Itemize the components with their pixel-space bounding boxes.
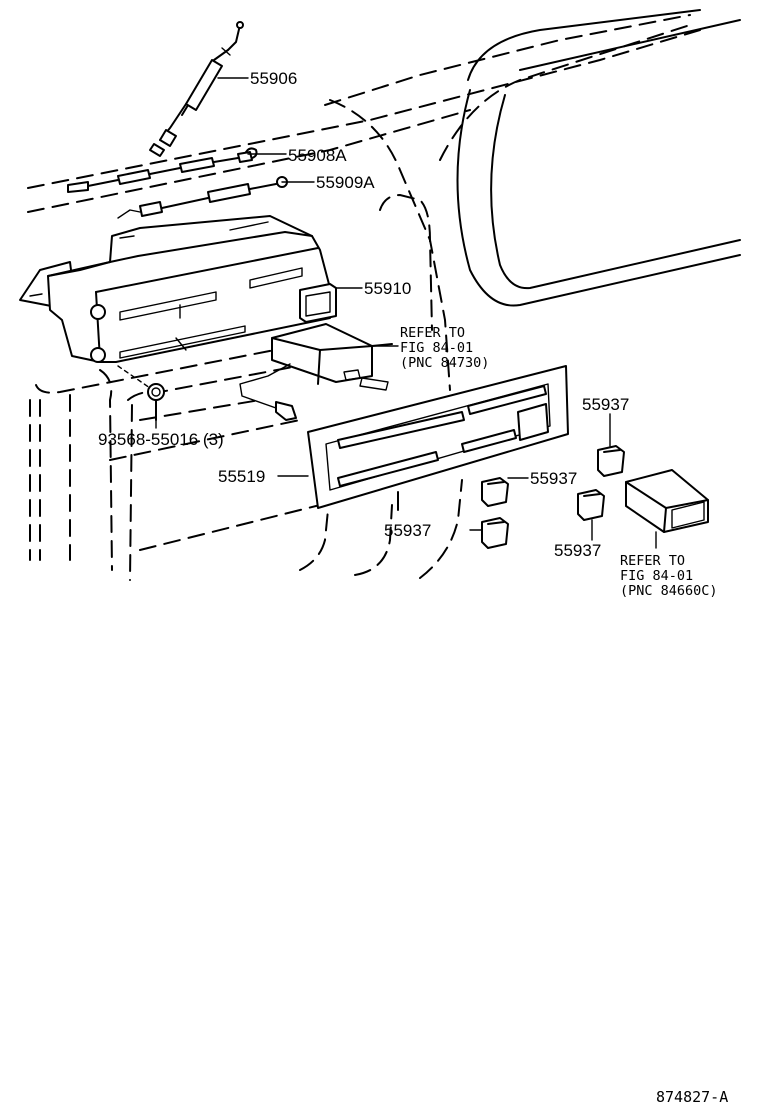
screw-93568 xyxy=(117,365,165,421)
knob-55937-d xyxy=(577,489,605,521)
cable-55909a xyxy=(117,176,288,219)
callout-55906: 55906 xyxy=(250,69,297,88)
cable-55908a xyxy=(67,147,258,193)
figure-id: 874827-A xyxy=(656,1088,728,1106)
callout-55937-bottom: 55937 xyxy=(554,541,601,560)
panel-55519 xyxy=(307,365,569,511)
callout-55937-top-right: 55937 xyxy=(582,395,629,414)
knob-55937-c xyxy=(481,517,509,549)
refer-lower-line2: FIG 84-01 xyxy=(620,568,693,584)
callout-55937-mid: 55937 xyxy=(530,469,577,488)
refer-lower-line3: (PNC 84660C) xyxy=(620,583,718,599)
refer-upper-line1: REFER TO xyxy=(400,325,465,341)
callout-93568: 93568-55016 (3) xyxy=(98,430,224,449)
callout-55519: 55519 xyxy=(218,467,265,486)
callout-55910: 55910 xyxy=(364,279,411,298)
refer-upper-line2: FIG 84-01 xyxy=(400,340,473,356)
knob-55937-a xyxy=(597,445,625,477)
callout-55937-lower: 55937 xyxy=(384,521,431,540)
callout-labels: 55906 55908A 55909A 55910 REFER TO FIG 8… xyxy=(98,69,728,1106)
module-84730 xyxy=(239,323,393,421)
callout-55908a: 55908A xyxy=(288,146,347,165)
roof-outline xyxy=(27,9,741,581)
leader-lines xyxy=(155,77,657,549)
knob-55937-b xyxy=(481,477,509,507)
module-84660c xyxy=(625,469,709,533)
control-unit-55910 xyxy=(19,215,337,363)
refer-lower-line1: REFER TO xyxy=(620,553,685,569)
callout-55909a: 55909A xyxy=(316,173,375,192)
cable-55906 xyxy=(149,21,244,157)
refer-upper-line3: (PNC 84730) xyxy=(400,355,489,371)
